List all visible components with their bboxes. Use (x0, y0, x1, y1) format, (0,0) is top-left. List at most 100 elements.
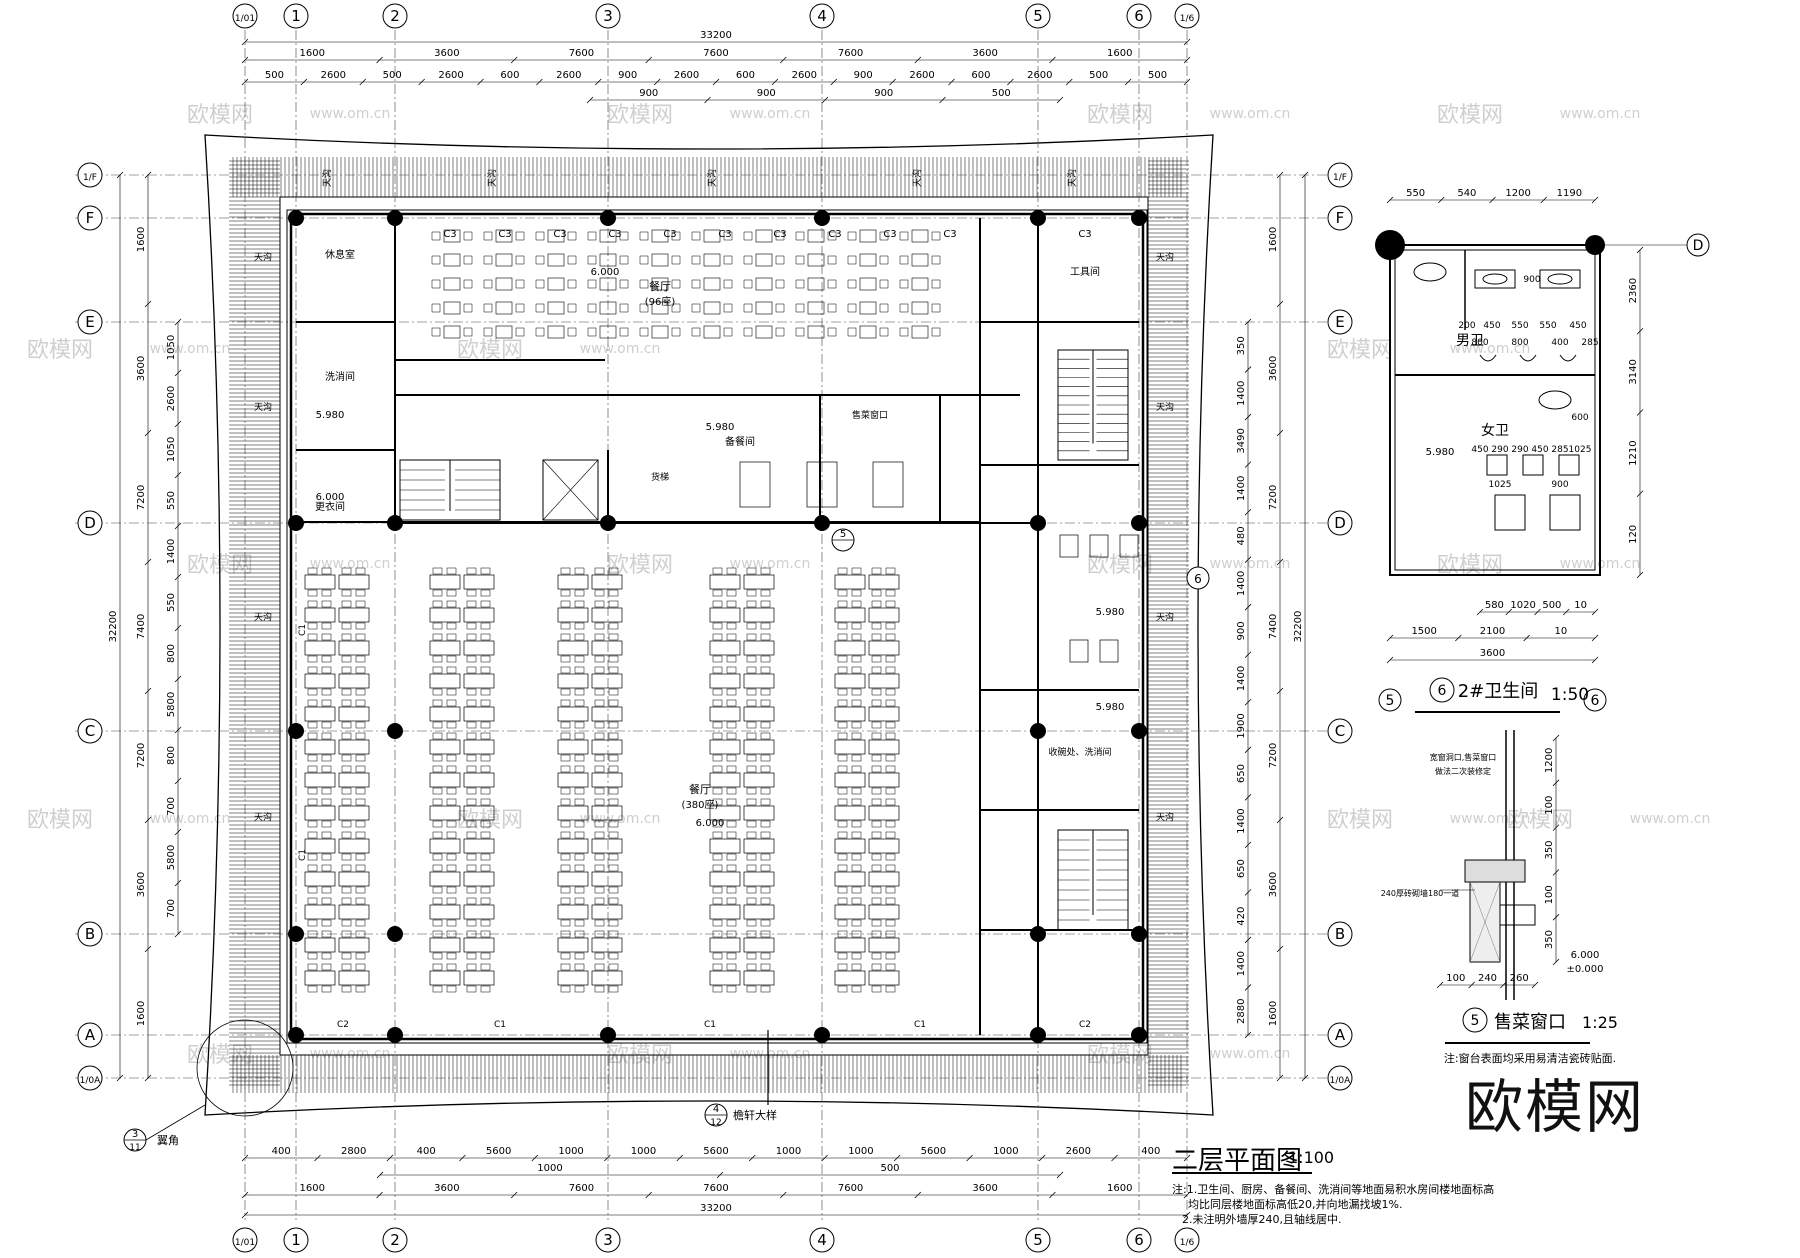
dining-table-chair (726, 919, 737, 927)
dining-table-chair (480, 666, 491, 674)
dining-table (709, 607, 741, 623)
dim-top-row3-tick (1056, 96, 1064, 104)
structural-column (387, 926, 403, 942)
dining-table-chair (760, 666, 771, 674)
elev-5980-b: 5.980 (1096, 702, 1125, 713)
dining-table-chair (466, 963, 477, 971)
window-label-mid: 240厚砖砌墙180一道 (1381, 888, 1460, 898)
dining-table-chair (760, 798, 771, 806)
dining-table (709, 739, 741, 755)
dim-right-detail-value: 650 (1236, 859, 1247, 878)
dim-left-detail-value: 550 (166, 593, 177, 612)
dining-table (591, 838, 623, 854)
toilet-column (1375, 230, 1405, 260)
upper-chair (775, 231, 785, 241)
dim-bottom-bays-value: 1600 (300, 1183, 325, 1194)
toilet-dim-interior: 1025 (1569, 445, 1592, 455)
upper-table (807, 325, 825, 339)
dim-bottom-detail-value: 1000 (558, 1146, 583, 1157)
toilet-fixture (1069, 639, 1089, 663)
dining-table-chair (466, 633, 477, 641)
dining-table-chair (726, 754, 737, 762)
dim-left-bays-value: 3600 (136, 872, 147, 897)
dining-table-chair (355, 622, 366, 630)
dim-bottom-detail-value: 1000 (848, 1146, 873, 1157)
structural-column (600, 515, 616, 531)
dim-top-detail-tick (1065, 78, 1073, 86)
dim-bottom-detail-value: 2800 (341, 1146, 366, 1157)
structural-column (1131, 210, 1147, 226)
dining-table-chair (885, 820, 896, 828)
dining-table-chair (321, 897, 332, 905)
roof-outline (204, 134, 1214, 1116)
structural-column (1131, 1027, 1147, 1043)
dining-table-chair (432, 622, 443, 630)
dim-left-detail-value: 700 (166, 899, 177, 918)
upper-chair (723, 231, 733, 241)
dining-table-chair (760, 567, 771, 575)
dining-table-chair (608, 798, 619, 806)
gutter-label-side: 天沟 (1156, 611, 1174, 623)
dining-table (709, 673, 741, 689)
toilet-axis-5: 5 (1386, 693, 1395, 709)
dining-table-chair (712, 864, 723, 872)
sink-men (1413, 262, 1447, 282)
dining-table-chair (712, 633, 723, 641)
dining-table-chair (321, 930, 332, 938)
axis-bubble-left-6-label: A (85, 1026, 96, 1044)
axis-bubble-top-3-label: 3 (603, 7, 613, 25)
gutter-label: 天沟 (321, 169, 333, 187)
dining-table-chair (885, 864, 896, 872)
watermark-text: 欧模网 (27, 808, 93, 833)
window-tag: C3 (773, 229, 786, 240)
dining-table-chair (466, 853, 477, 861)
dining-table-chair (871, 831, 882, 839)
dining-table-chair (608, 787, 619, 795)
structural-column (814, 515, 830, 531)
dim-top-detail-value: 600 (500, 70, 519, 81)
dim-left-bays-tick (144, 558, 152, 566)
drawing-title: 二层平面图 (1172, 1146, 1303, 1176)
axis-bubble-left-1 (77, 205, 103, 231)
dining-table-chair (574, 721, 585, 729)
upper-table (755, 253, 773, 267)
dining-table (557, 640, 589, 656)
structural-column (288, 1027, 304, 1043)
dining-table-chair (355, 600, 366, 608)
upper-table (703, 325, 721, 339)
dining-table-chair (760, 864, 771, 872)
dining-table-chair (746, 985, 757, 993)
axis-bubble-bottom-3 (595, 1227, 621, 1253)
dining-table (304, 904, 336, 920)
axis-bubble-bottom-6-label: 6 (1134, 1231, 1144, 1249)
dining-table-chair (432, 952, 443, 960)
dim-left-detail-value: 1050 (166, 335, 177, 360)
axis-bubble-bottom-2 (382, 1227, 408, 1253)
dining-table-chair (560, 798, 571, 806)
dining-table-chair (355, 963, 366, 971)
dim-bottom-row2-tick (1056, 1171, 1064, 1179)
dining-table (463, 673, 495, 689)
dining-table-chair (837, 754, 848, 762)
upper-chair (899, 303, 909, 313)
dining-table-chair (746, 655, 757, 663)
dining-table-chair (851, 787, 862, 795)
dining-table-chair (851, 754, 862, 762)
axis-bubble-top-5 (1025, 3, 1051, 29)
dining-table-chair (712, 930, 723, 938)
upper-chair (899, 231, 909, 241)
upper-table (443, 325, 461, 339)
dining-table-chair (726, 699, 737, 707)
dining-table-chair (885, 919, 896, 927)
dining-table-chair (307, 897, 318, 905)
dining-table-chair (726, 721, 737, 729)
dining-table-chair (726, 831, 737, 839)
dim-right-detail-tick (1244, 318, 1252, 326)
toilet-axis-bubble (1378, 688, 1402, 712)
dining-table (429, 739, 461, 755)
dim-top-row3-value: 900 (757, 88, 776, 99)
window-callout-no: 5 (840, 529, 846, 540)
dim-left-detail-value: 1400 (166, 539, 177, 564)
dining-table-chair (307, 567, 318, 575)
